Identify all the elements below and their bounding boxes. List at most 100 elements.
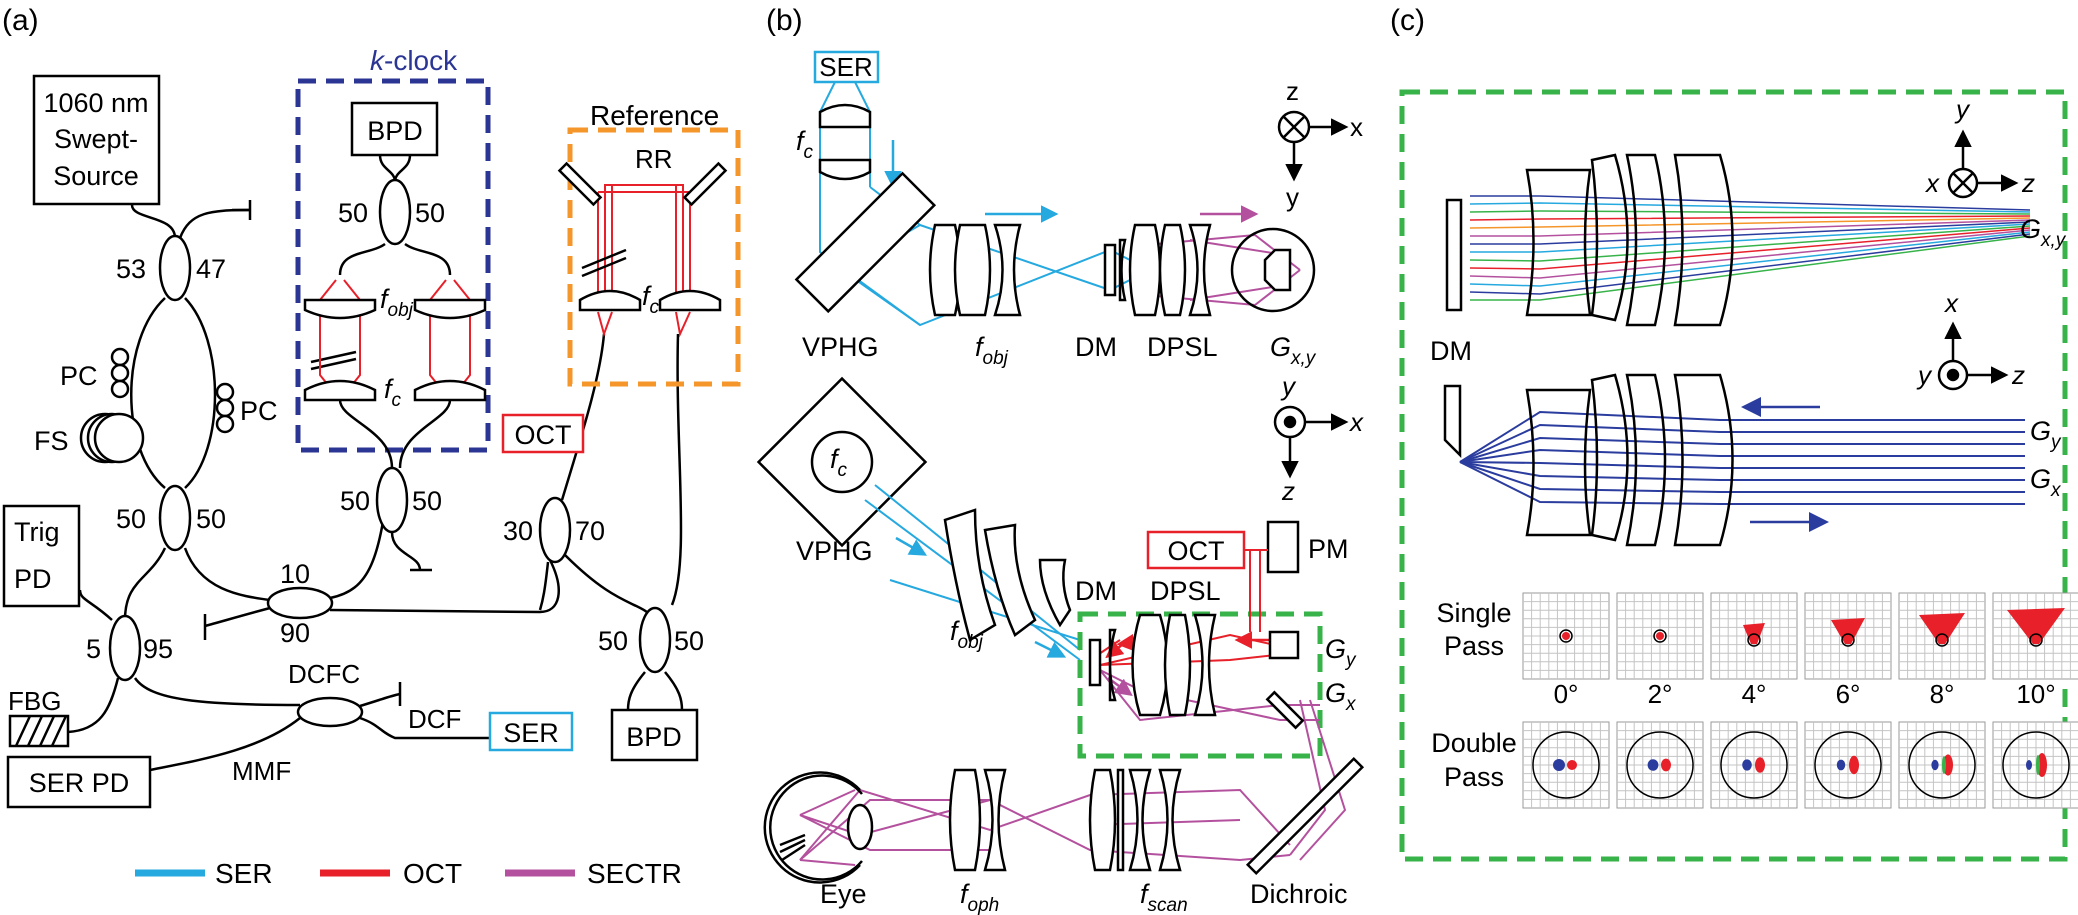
kclock-split-right: 50 xyxy=(415,198,445,228)
pm-label: PM xyxy=(1308,534,1349,564)
ser-box-b xyxy=(813,50,880,84)
fc-label-b-lower: fc xyxy=(830,444,848,481)
axis-y-c1: y xyxy=(1954,94,1971,124)
legend: SER OCT SECTR xyxy=(135,858,682,889)
split-5: 5 xyxy=(86,634,101,664)
double-pass-red-spot-0 xyxy=(1567,760,1577,770)
gx-label-b: Gx xyxy=(1325,678,1357,715)
bpd-box-upper xyxy=(350,101,439,157)
gx-label-c: Gx xyxy=(2030,464,2062,501)
bpd-lower-label: BPD xyxy=(626,722,682,752)
kclock-fobj-label: fobj xyxy=(380,284,414,321)
oct-box-b xyxy=(1146,530,1246,570)
panel-c-lenses-mid xyxy=(1443,373,1734,547)
coupler-bpd-lower xyxy=(638,606,672,674)
double-pass-blue-spot-1 xyxy=(1647,759,1659,771)
bpd-upper-label: BPD xyxy=(367,116,423,146)
gy-label-c: Gy xyxy=(2030,416,2062,453)
double-pass-line-2: Pass xyxy=(1444,762,1504,792)
panel-b-top-optics xyxy=(794,50,1316,317)
legend-sectr-label: SECTR xyxy=(587,858,682,889)
ser-label-b: SER xyxy=(819,52,872,82)
split-50-bpd-right: 50 xyxy=(674,626,704,656)
gxy-label-b: Gx,y xyxy=(1270,332,1317,369)
vphg-top xyxy=(794,171,937,314)
dcf-label: DCF xyxy=(408,704,461,734)
trig-pd-box xyxy=(2,504,81,608)
single-pass-airy-disk-0 xyxy=(1559,629,1573,643)
foph-label: foph xyxy=(960,879,999,915)
split-53: 53 xyxy=(116,254,146,284)
single-pass-spot-4 xyxy=(1919,613,1965,644)
double-pass-airy-disk-4 xyxy=(1908,731,1976,799)
split-47: 47 xyxy=(196,254,226,284)
coupler-5-95 xyxy=(108,614,142,682)
split-70: 70 xyxy=(575,516,605,546)
trig-pd-line-1: Trig xyxy=(14,517,60,547)
axis-x-b2: x xyxy=(1348,407,1364,437)
angle-label-4: 8° xyxy=(1930,679,1955,709)
angle-label-1: 2° xyxy=(1648,679,1673,709)
angle-label-3: 6° xyxy=(1836,679,1861,709)
reference-beams xyxy=(597,184,691,338)
single-pass-airy-disk-4 xyxy=(1935,633,1949,647)
axis-x-c1: x xyxy=(1924,168,1940,198)
kclock-lower-split-right: 50 xyxy=(412,486,442,516)
trig-pd-line-2: PD xyxy=(14,564,52,594)
fobj-label-b-lower: fobj xyxy=(950,616,984,653)
coupler-kclock-lower xyxy=(375,466,409,534)
g-y-mirror xyxy=(1268,630,1300,660)
single-pass-spot-5 xyxy=(2007,608,2065,644)
coupler-kclock-upper xyxy=(378,178,412,246)
axis-x-c2: x xyxy=(1943,288,1959,318)
oct-label-a: OCT xyxy=(515,420,572,450)
double-pass-green-spot-5 xyxy=(2036,755,2040,775)
single-pass-airy-disk-1 xyxy=(1653,629,1667,643)
single-pass-spot-1 xyxy=(1656,632,1664,640)
dm-label-c: DM xyxy=(1430,336,1472,366)
double-pass-red-spot-2 xyxy=(1755,757,1765,773)
split-90: 90 xyxy=(280,618,310,648)
double-pass-airy-disk-0 xyxy=(1532,731,1600,799)
split-95: 95 xyxy=(143,634,173,664)
ser-label-a: SER xyxy=(503,718,559,748)
dichroic-label: Dichroic xyxy=(1250,879,1348,909)
fs-label: FS xyxy=(34,426,69,456)
spot-diagrams: 0°2°4°6°8°10° xyxy=(1522,592,2078,809)
single-pass-spot-0 xyxy=(1562,632,1570,640)
gxy-label-c: Gx,y xyxy=(2020,214,2067,251)
double-pass-airy-disk-5 xyxy=(2002,731,2070,799)
eye-label: Eye xyxy=(820,879,867,909)
split-50-bpd-left: 50 xyxy=(598,626,628,656)
ser-box-a xyxy=(488,711,574,752)
coupler-50-50-main xyxy=(158,484,192,552)
axis-y-c2: y xyxy=(1916,360,1933,390)
panel-c-lenses-top xyxy=(1445,153,1734,327)
axis-z-c1: z xyxy=(2021,168,2035,198)
axis-z-c2: z xyxy=(2011,360,2025,390)
reference-box xyxy=(567,127,741,387)
dpsl-label-b-top: DPSL xyxy=(1147,332,1218,362)
pc-left-label: PC xyxy=(60,361,98,391)
angle-label-2: 4° xyxy=(1742,679,1767,709)
oct-label-b: OCT xyxy=(1168,536,1225,566)
source-line-1: 1060 nm xyxy=(43,88,148,118)
kclock-box xyxy=(295,78,491,453)
axes-c-mid xyxy=(1937,321,2009,391)
source-line-2: Swept- xyxy=(54,124,138,154)
kclock-beams xyxy=(319,279,471,396)
double-pass-blue-spot-5 xyxy=(2026,760,2032,770)
double-pass-blue-spot-4 xyxy=(1931,759,1939,771)
axes-c-top xyxy=(1947,129,2019,199)
source-line-3: Source xyxy=(53,161,139,191)
panel-c-ray-fan xyxy=(1469,195,2031,301)
fscan-label: fscan xyxy=(1140,879,1188,915)
dm-label-b-top: DM xyxy=(1075,332,1117,362)
panel-b-label: (b) xyxy=(766,4,803,37)
axis-y-b1: y xyxy=(1286,182,1299,212)
split-10: 10 xyxy=(280,559,310,589)
coupler-53-47 xyxy=(158,234,192,302)
axis-x-b1: x xyxy=(1350,112,1363,142)
dcfc-label: DCFC xyxy=(288,659,360,689)
double-pass-blue-spot-3 xyxy=(1836,759,1846,771)
